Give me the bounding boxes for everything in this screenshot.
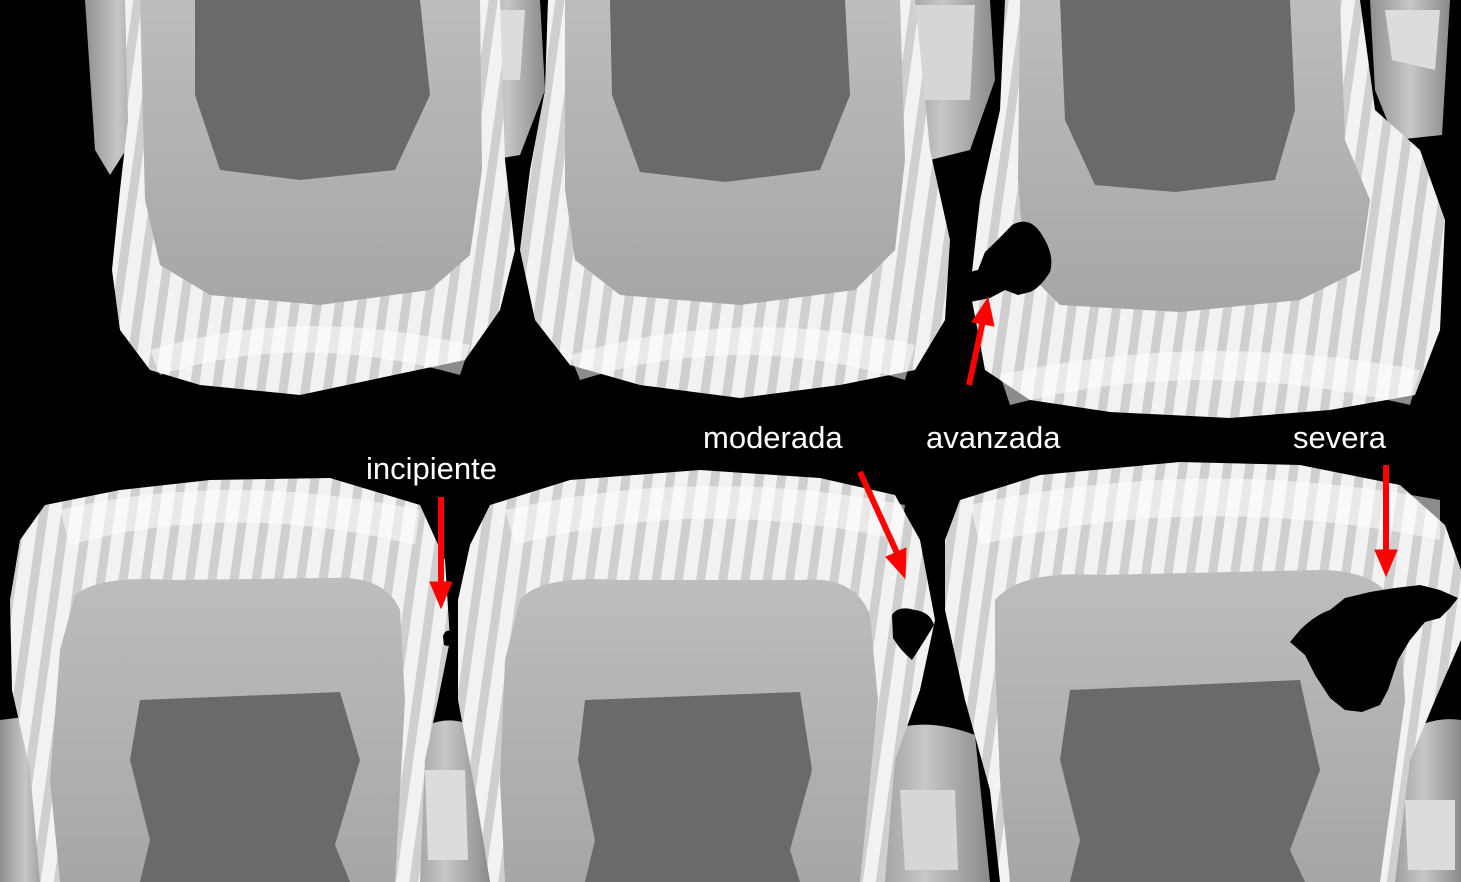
lesion-incipiente	[443, 631, 456, 646]
bottom-molar-2	[458, 470, 935, 882]
label-avanzada: avanzada	[926, 422, 1060, 453]
top-molar-1	[112, 0, 515, 395]
label-severa: severa	[1293, 422, 1386, 453]
label-moderada: moderada	[703, 422, 843, 453]
bottom-molar-1	[10, 478, 450, 882]
label-incipiente: incipiente	[366, 453, 497, 484]
top-molar-2	[520, 0, 950, 398]
